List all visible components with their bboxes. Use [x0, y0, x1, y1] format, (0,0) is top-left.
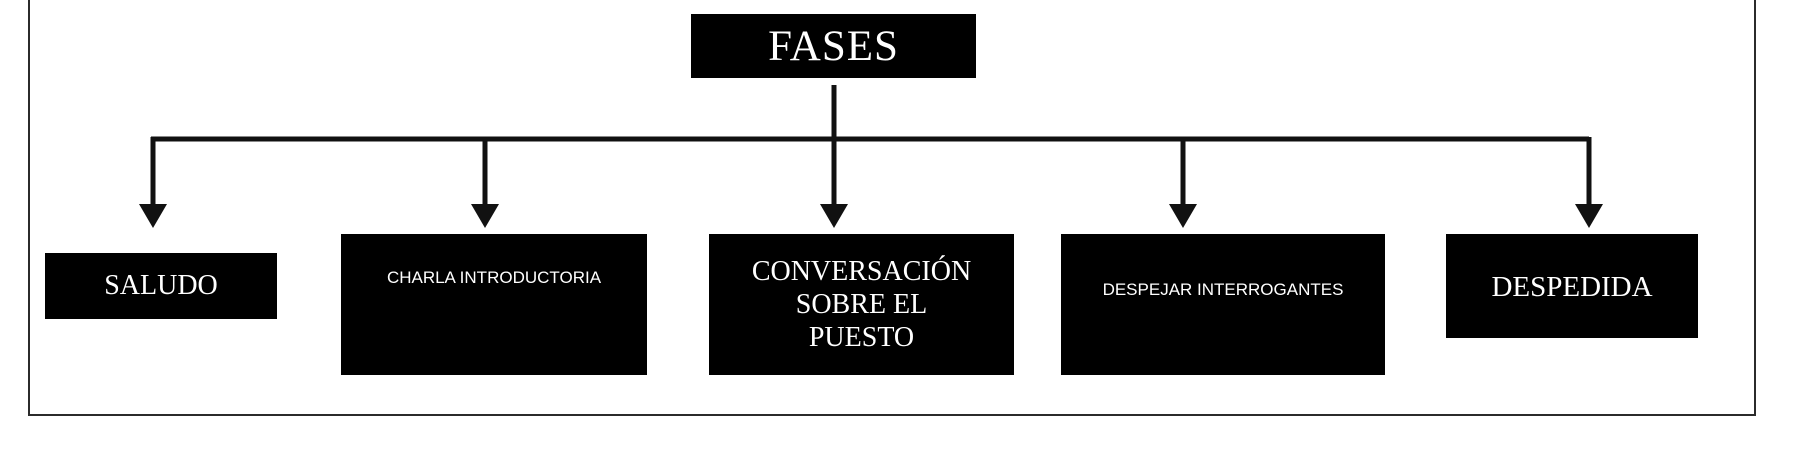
arrow-despejar: [1169, 137, 1197, 228]
diagram-frame: [28, 0, 1756, 416]
child-node-label: DESPEDIDA: [1491, 270, 1653, 303]
root-node-fases: FASES: [691, 14, 976, 78]
arrow-conversacion: [820, 137, 848, 228]
child-node-charla-introductoria: CHARLA INTRODUCTORIA: [341, 234, 647, 375]
arrow-saludo: [139, 137, 167, 228]
child-node-conversacion: CONVERSACIÓN SOBRE EL PUESTO: [709, 234, 1014, 375]
child-node-label: SALUDO: [104, 270, 218, 301]
child-node-despedida: DESPEDIDA: [1446, 234, 1698, 338]
arrow-charla: [471, 137, 499, 228]
child-node-despejar-interrogantes: DESPEJAR INTERROGANTES: [1061, 234, 1385, 375]
child-node-saludo: SALUDO: [45, 253, 277, 319]
child-node-label: DESPEJAR INTERROGANTES: [1102, 280, 1344, 299]
child-node-label: CHARLA INTRODUCTORIA: [386, 268, 602, 287]
arrow-despedida: [1575, 137, 1603, 228]
child-node-label: CONVERSACIÓN SOBRE EL PUESTO: [751, 255, 972, 354]
root-node-label: FASES: [768, 22, 899, 70]
